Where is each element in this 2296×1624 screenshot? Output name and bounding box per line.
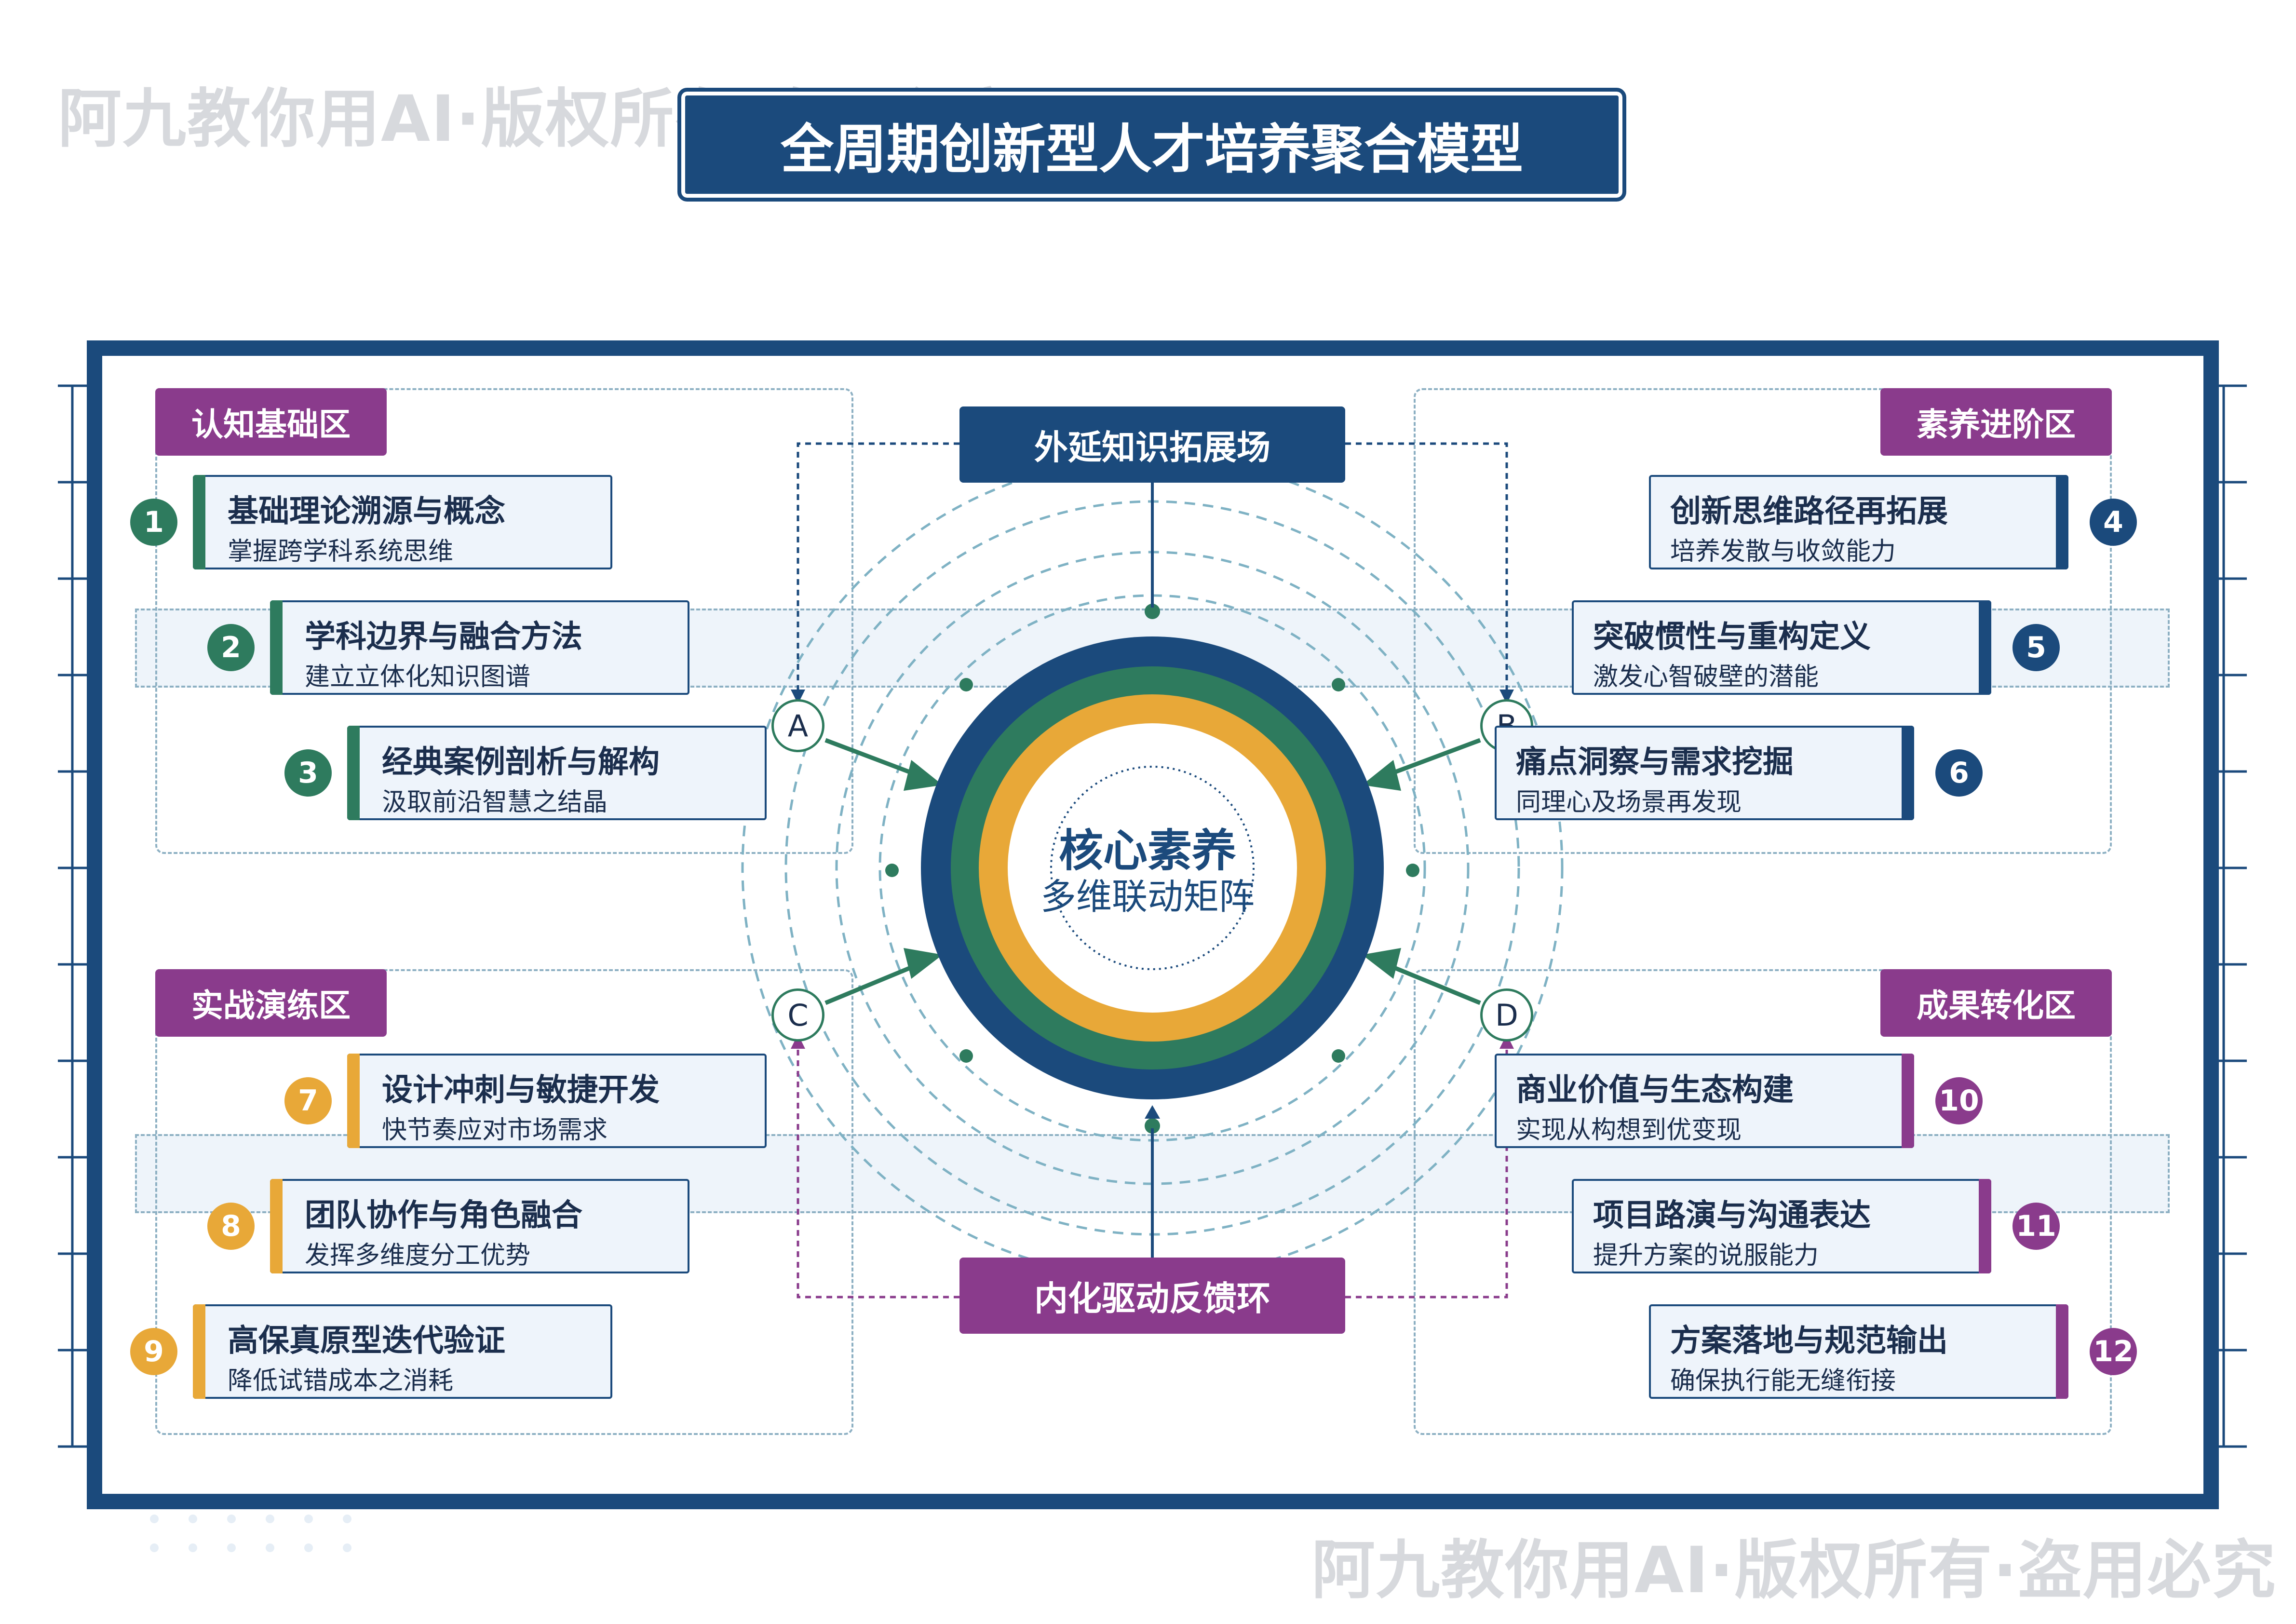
card-1: 基础理论溯源与概念 掌握跨学科系统思维 xyxy=(193,475,612,569)
badge-4: 4 xyxy=(2090,499,2137,546)
zone-box-top-right xyxy=(1414,388,2112,854)
badge-2: 2 xyxy=(207,624,255,671)
card-title: 方案落地与规范输出 xyxy=(1670,1323,1948,1359)
card-subtitle: 降低试错成本之消耗 xyxy=(228,1367,454,1395)
badge-11: 11 xyxy=(2012,1203,2060,1250)
card-subtitle: 掌握跨学科系统思维 xyxy=(228,537,454,566)
card-7: 设计冲刺与敏捷开发 快节奏应对市场需求 xyxy=(347,1054,767,1148)
badge-1: 1 xyxy=(130,499,177,546)
card-4: 创新思维路径再拓展 培养发散与收敛能力 xyxy=(1649,475,2068,569)
card-subtitle: 实现从构想到优变现 xyxy=(1516,1116,1742,1145)
card-3: 经典案例剖析与解构 汲取前沿智慧之结晶 xyxy=(347,726,767,820)
badge-12: 12 xyxy=(2090,1328,2137,1375)
hub-top: 外延知识拓展场 xyxy=(959,406,1345,483)
card-title: 高保真原型迭代验证 xyxy=(228,1323,505,1359)
zone-label-bottom-right: 成果转化区 xyxy=(1880,969,2112,1037)
badge-6: 6 xyxy=(1935,749,1983,797)
badge-9: 9 xyxy=(130,1328,177,1375)
node-a: A xyxy=(771,699,824,752)
card-accent-bar xyxy=(270,600,283,695)
card-subtitle: 发挥多维度分工优势 xyxy=(305,1241,531,1270)
card-subtitle: 确保执行能无缝衔接 xyxy=(1670,1367,1896,1395)
core-title: 核心素养 xyxy=(1058,825,1236,877)
node-d: D xyxy=(1480,988,1533,1042)
card-title: 创新思维路径再拓展 xyxy=(1670,494,1948,529)
zone-label-bottom-left: 实战演练区 xyxy=(155,969,387,1037)
card-title: 痛点洞察与需求挖掘 xyxy=(1516,744,1794,780)
card-11: 项目路演与沟通表达 提升方案的说服能力 xyxy=(1572,1179,1991,1273)
card-12: 方案落地与规范输出 确保执行能无缝衔接 xyxy=(1649,1304,2068,1399)
card-title: 项目路演与沟通表达 xyxy=(1593,1198,1871,1233)
zone-box-top-left xyxy=(155,388,853,854)
card-accent-bar xyxy=(347,1054,360,1148)
hub-bottom: 内化驱动反馈环 xyxy=(959,1258,1345,1334)
card-accent-bar xyxy=(1902,1054,1914,1148)
card-5: 突破惯性与重构定义 激发心智破壁的潜能 xyxy=(1572,600,1991,695)
card-accent-bar xyxy=(1979,1179,1991,1273)
card-subtitle: 建立立体化知识图谱 xyxy=(305,663,531,691)
badge-5: 5 xyxy=(2012,624,2060,671)
card-accent-bar xyxy=(1902,726,1914,820)
card-subtitle: 汲取前沿智慧之结晶 xyxy=(382,788,608,817)
badge-3: 3 xyxy=(284,749,332,797)
card-title: 设计冲刺与敏捷开发 xyxy=(382,1072,660,1108)
diagram-title: 全周期创新型人才培养聚合模型 xyxy=(677,88,1626,202)
zone-label-top-right: 素养进阶区 xyxy=(1880,388,2112,456)
card-accent-bar xyxy=(270,1179,283,1273)
node-c: C xyxy=(771,988,824,1042)
zone-box-bottom-left xyxy=(155,969,853,1435)
card-subtitle: 培养发散与收敛能力 xyxy=(1670,537,1896,566)
card-8: 团队协作与角色融合 发挥多维度分工优势 xyxy=(270,1179,689,1273)
card-title: 突破惯性与重构定义 xyxy=(1593,619,1871,655)
card-9: 高保真原型迭代验证 降低试错成本之消耗 xyxy=(193,1304,612,1399)
card-subtitle: 快节奏应对市场需求 xyxy=(382,1116,608,1145)
zone-label-top-left: 认知基础区 xyxy=(155,388,387,456)
card-accent-bar xyxy=(193,1304,205,1399)
card-accent-bar xyxy=(193,475,205,569)
badge-8: 8 xyxy=(207,1203,255,1250)
card-title: 经典案例剖析与解构 xyxy=(382,744,660,780)
card-title: 团队协作与角色融合 xyxy=(305,1198,582,1233)
card-title: 基础理论溯源与概念 xyxy=(228,494,505,529)
card-title: 学科边界与融合方法 xyxy=(305,619,582,655)
core-subtitle: 多维联动矩阵 xyxy=(1040,876,1255,918)
card-accent-bar xyxy=(1979,600,1991,695)
outer-frame xyxy=(87,340,2219,1509)
card-subtitle: 同理心及场景再发现 xyxy=(1516,788,1742,817)
badge-7: 7 xyxy=(284,1077,332,1124)
card-accent-bar xyxy=(2056,1304,2068,1399)
card-subtitle: 提升方案的说服能力 xyxy=(1593,1241,1819,1270)
watermark-bottom: 阿九教你用AI·版权所有·盗用必究 xyxy=(1311,1533,2277,1608)
card-2: 学科边界与融合方法 建立立体化知识图谱 xyxy=(270,600,689,695)
card-accent-bar xyxy=(347,726,360,820)
card-title: 商业价值与生态构建 xyxy=(1516,1072,1794,1108)
card-6: 痛点洞察与需求挖掘 同理心及场景再发现 xyxy=(1495,726,1914,820)
card-accent-bar xyxy=(2056,475,2068,569)
zone-box-bottom-right xyxy=(1414,969,2112,1435)
card-subtitle: 激发心智破壁的潜能 xyxy=(1593,663,1819,691)
badge-10: 10 xyxy=(1935,1077,1983,1124)
card-10: 商业价值与生态构建 实现从构想到优变现 xyxy=(1495,1054,1914,1148)
orbit-dots xyxy=(885,604,1419,1134)
